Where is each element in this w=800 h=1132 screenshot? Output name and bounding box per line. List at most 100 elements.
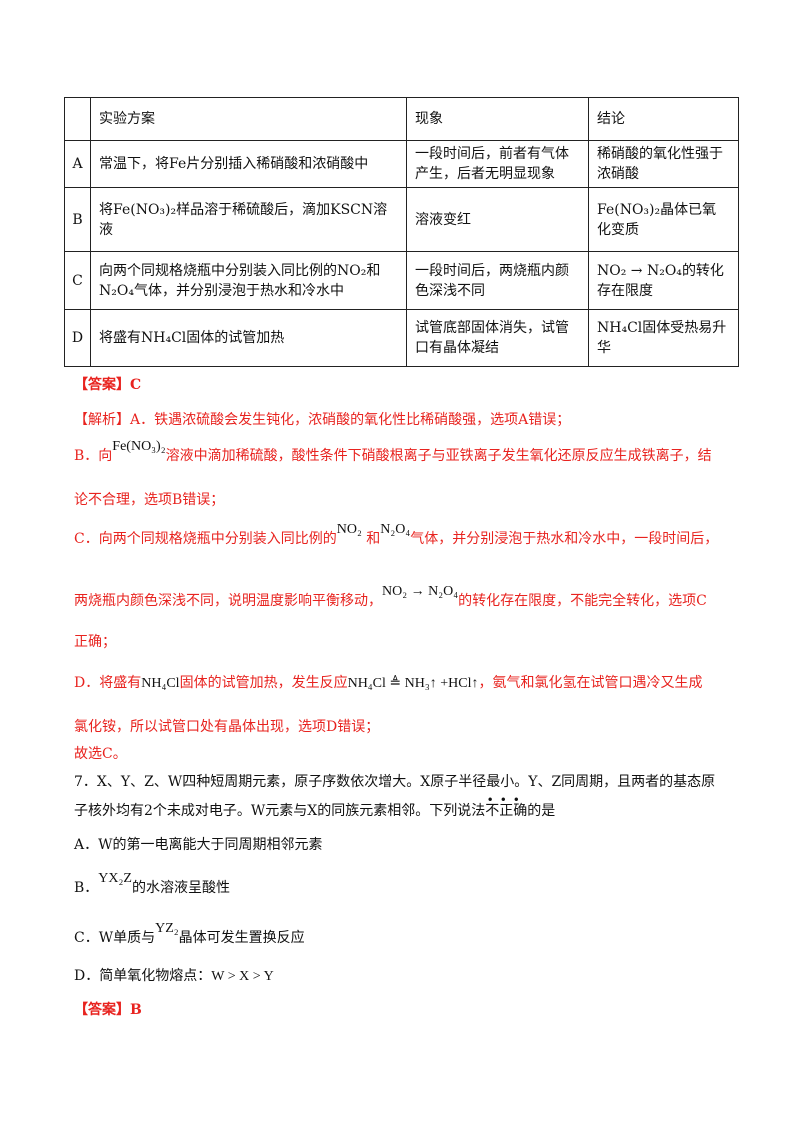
- option-text: 的水溶液呈酸性: [131, 880, 230, 896]
- chem-formula: NO₂: [337, 262, 367, 279]
- conclusion-line: 浓硝酸: [597, 166, 639, 182]
- plan-text: 样品溶于稀硫酸后，滴加KSCN溶: [176, 201, 388, 218]
- row-key: C: [64, 251, 91, 310]
- chem-formula: NO₂: [336, 522, 362, 537]
- question-stem-line2: 子核外均有2个未成对电子。W元素与X的同族元素相邻。下列说法不正确•••的是: [74, 793, 556, 820]
- chem-formula: NH₄Cl: [141, 676, 180, 691]
- chem-formula: NO₂ → N₂O₄: [382, 584, 459, 599]
- phenomenon-line: 色深浅不同: [415, 282, 485, 299]
- table-row-a: A 常温下，将Fe片分别插入稀硝酸和浓硝酸中 一段时间后，前者有气体 产生，后者…: [64, 140, 739, 188]
- analysis-line-a: 【解析】A．铁遇浓硫酸会发生钝化，浓硝酸的氧化性比稀硝酸强，选项A错误；: [74, 412, 571, 428]
- row-key: D: [64, 309, 91, 367]
- question-text: 的是: [527, 803, 556, 819]
- emphasis-dots: •••: [486, 793, 526, 807]
- math-expression: W > X > Y: [211, 969, 274, 984]
- chem-equation: NH₄Cl ≜ NH₃↑ +HCl↑: [347, 676, 479, 691]
- row-conclusion: Fe(NO₃)₂晶体已氧 化变质: [588, 187, 739, 252]
- row-plan: 向两个同规格烧瓶中分别装入同比例的NO₂和 N₂O₄气体，并分别浸泡于热水和冷水…: [90, 251, 407, 310]
- chem-formula: YZ₂: [155, 921, 179, 936]
- row-phenomenon: 一段时间后，两烧瓶内颜 色深浅不同: [406, 251, 589, 310]
- analysis-line-b2: 论不合理，选项B错误；: [74, 492, 225, 508]
- conclusion-line: 稀硝酸的氧化性强于: [597, 146, 723, 162]
- question-text: 子核外均有2个未成对电子。W元素与X的同族元素相邻。下列说法: [74, 803, 486, 819]
- analysis-line-d2: 氯化铵，所以试管口处有晶体出现，选项D错误；: [74, 719, 380, 735]
- option-text: B．: [74, 880, 99, 896]
- chem-formula: N₂O₄: [380, 522, 411, 537]
- phenomenon-line: 一段时间后，前者有气体: [415, 146, 569, 162]
- analysis-text: 溶液中滴加稀硫酸，酸性条件下硝酸根离子与亚铁离子发生氧化还原反应生成铁离子，结: [165, 448, 712, 464]
- conclusion-text: 华: [597, 340, 611, 356]
- table-row-d: D 将盛有NH₄Cl固体的试管加热 试管底部固体消失，试管 口有晶体凝结 NH₄…: [64, 309, 739, 367]
- row-conclusion: NH₄Cl固体受热易升 华: [588, 309, 739, 367]
- analysis-line-c3: 正确；: [74, 634, 116, 650]
- chem-formula: Fe(NO₃)₂: [113, 201, 177, 218]
- phenomenon-line: 产生，后者无明显现象: [415, 166, 555, 182]
- row-plan: 将盛有NH₄Cl固体的试管加热: [90, 309, 407, 367]
- option-d: D．简单氧化物熔点：W > X > Y: [74, 965, 274, 985]
- option-c: C．W单质与YZ₂晶体可发生置换反应: [74, 921, 305, 947]
- plan-text: 气体，并分别浸泡于热水和冷水中: [133, 282, 344, 299]
- table-row-b: B 将Fe(NO₃)₂样品溶于稀硫酸后，滴加KSCN溶 液 溶液变红 Fe(NO…: [64, 187, 739, 252]
- row-phenomenon: 试管底部固体消失，试管 口有晶体凝结: [406, 309, 589, 367]
- analysis-text: D．将盛有: [74, 675, 142, 691]
- plan-text: 和: [366, 262, 381, 279]
- experiment-table: 实验方案 现象 结论 A 常温下，将Fe片分别插入稀硝酸和浓硝酸中 一段时间后，…: [64, 97, 739, 367]
- chem-formula: Fe(NO₃)₂: [112, 439, 166, 454]
- analysis-text: 和: [366, 531, 381, 547]
- analysis-text: 气体，并分别浸泡于热水和冷水中，一段时间后，: [410, 531, 719, 547]
- table-row-c: C 向两个同规格烧瓶中分别装入同比例的NO₂和 N₂O₄气体，并分别浸泡于热水和…: [64, 251, 739, 310]
- chem-formula: Fe(NO₃)₂: [597, 201, 661, 218]
- row-key: B: [64, 187, 91, 252]
- chem-formula: NH₄Cl: [141, 330, 187, 346]
- analysis-line-c2: 两烧瓶内颜色深浅不同，说明温度影响平衡移动，NO₂ → N₂O₄的转化存在限度，…: [74, 584, 707, 610]
- analysis-text: C．向两个同规格烧瓶中分别装入同比例的: [74, 531, 337, 547]
- chem-formula: NH₄Cl: [597, 320, 643, 336]
- analysis-conclusion: 故选C。: [74, 746, 127, 762]
- answer-label: 【答案】C: [74, 377, 142, 393]
- analysis-text: 两烧瓶内颜色深浅不同，说明温度影响平衡移动，: [74, 593, 382, 609]
- row-plan: 将Fe(NO₃)₂样品溶于稀硫酸后，滴加KSCN溶 液: [90, 187, 407, 252]
- plan-text: 将: [99, 201, 113, 218]
- analysis-text: ，氨气和氯化氢在试管口遇冷又生成: [478, 675, 703, 691]
- option-text: C．W单质与: [74, 930, 156, 946]
- phenomenon-line: 试管底部固体消失，试管: [415, 320, 569, 336]
- row-conclusion: NO₂ → N₂O₄的转化 存在限度: [588, 251, 739, 310]
- conclusion-text: 晶体已氧: [660, 201, 717, 218]
- analysis-text: 固体的试管加热，发生反应: [179, 675, 348, 691]
- plan-text: 向两个同规格烧瓶中分别装入同比例的: [99, 262, 337, 279]
- phenomenon-line: 一段时间后，两烧瓶内颜: [415, 262, 569, 279]
- conclusion-text: 化变质: [597, 221, 639, 238]
- conclusion-text: 的转化: [681, 262, 724, 279]
- analysis-text: 的转化存在限度，不能完全转化，选项C: [458, 593, 707, 609]
- emphasis-text: 不正确•••: [485, 793, 528, 819]
- row-plan: 常温下，将Fe片分别插入稀硝酸和浓硝酸中: [90, 140, 407, 188]
- table-header-row: 实验方案 现象 结论: [64, 97, 739, 141]
- header-cell-phenomenon: 现象: [406, 97, 589, 141]
- plan-text: 液: [99, 221, 113, 238]
- phenomenon-line: 口有晶体凝结: [415, 340, 499, 356]
- chem-formula: N₂O₄: [99, 282, 134, 299]
- option-text: 晶体可发生置换反应: [178, 930, 305, 946]
- analysis-text: B．向: [74, 448, 113, 464]
- analysis-line-c: C．向两个同规格烧瓶中分别装入同比例的NO₂ 和N₂O₄气体，并分别浸泡于热水和…: [74, 522, 719, 548]
- conclusion-text: 存在限度: [597, 282, 653, 299]
- plan-text: 固体的试管加热: [186, 330, 285, 346]
- answer-label: 【答案】B: [74, 1002, 142, 1018]
- chem-formula: NO₂ → N₂O₄: [597, 262, 682, 279]
- option-text: D．简单氧化物熔点：: [74, 968, 212, 984]
- option-a: A．W的第一电离能大于同周期相邻元素: [74, 837, 323, 853]
- emphasized-words: 不正确: [485, 803, 528, 819]
- chem-formula: YX₂Z: [98, 871, 132, 886]
- header-cell-plan: 实验方案: [90, 97, 407, 141]
- header-cell-key: [64, 97, 91, 141]
- header-cell-conclusion: 结论: [588, 97, 739, 141]
- plan-text: 将盛有: [99, 330, 141, 346]
- analysis-line-d: D．将盛有NH₄Cl固体的试管加热，发生反应NH₄Cl ≜ NH₃↑ +HCl↑…: [74, 672, 702, 692]
- option-b: B．YX₂Z的水溶液呈酸性: [74, 871, 230, 897]
- question-stem-line1: 7．X、Y、Z、W四种短周期元素，原子序数依次增大。X原子半径最小。Y、Z同周期…: [74, 774, 716, 790]
- row-conclusion: 稀硝酸的氧化性强于 浓硝酸: [588, 140, 739, 188]
- row-phenomenon: 溶液变红: [406, 187, 589, 252]
- row-key: A: [64, 140, 91, 188]
- analysis-line-b: B．向Fe(NO₃)₂溶液中滴加稀硫酸，酸性条件下硝酸根离子与亚铁离子发生氧化还…: [74, 439, 712, 465]
